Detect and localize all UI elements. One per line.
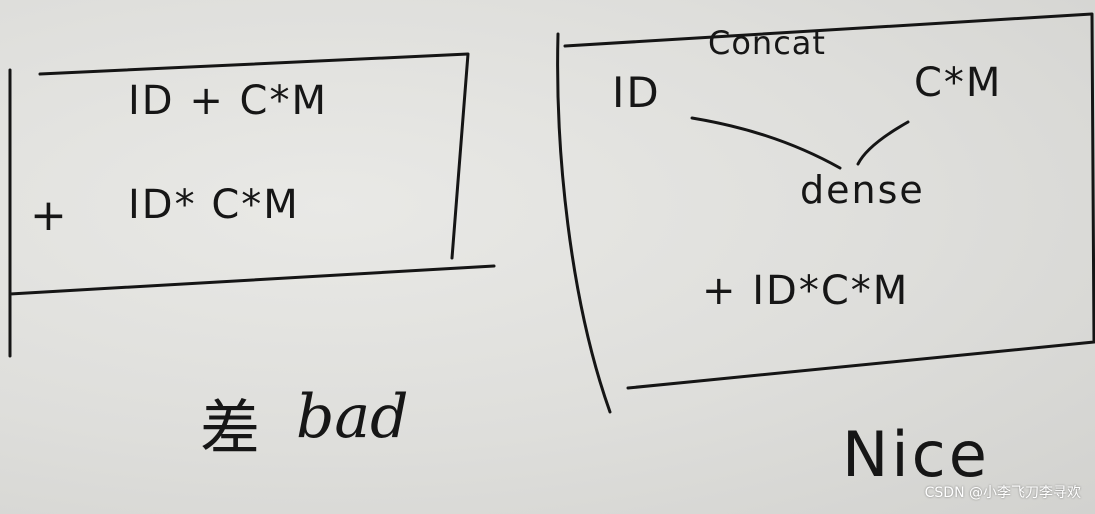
right-box-outline	[556, 12, 1095, 414]
right-formula: + ID*C*M	[702, 268, 910, 314]
right-concat-label: Concat	[708, 24, 826, 62]
watermark: CSDN @小李飞刀李寻欢	[924, 485, 1081, 501]
right-verdict: Nice	[842, 418, 990, 491]
left-line-2: ID* C*M	[128, 182, 300, 228]
left-line-1: ID + C*M	[128, 78, 328, 124]
connector-cm-dense	[856, 120, 910, 166]
left-verdict-en: bad	[296, 382, 409, 452]
right-cm-label: C*M	[914, 60, 1003, 106]
left-box-outline	[8, 52, 496, 358]
connector-id-dense	[690, 116, 842, 170]
left-plus-sign: +	[30, 190, 67, 241]
left-verdict-cn: 差	[200, 394, 260, 464]
right-id-label: ID	[612, 68, 661, 117]
right-dense-label: dense	[800, 168, 925, 212]
